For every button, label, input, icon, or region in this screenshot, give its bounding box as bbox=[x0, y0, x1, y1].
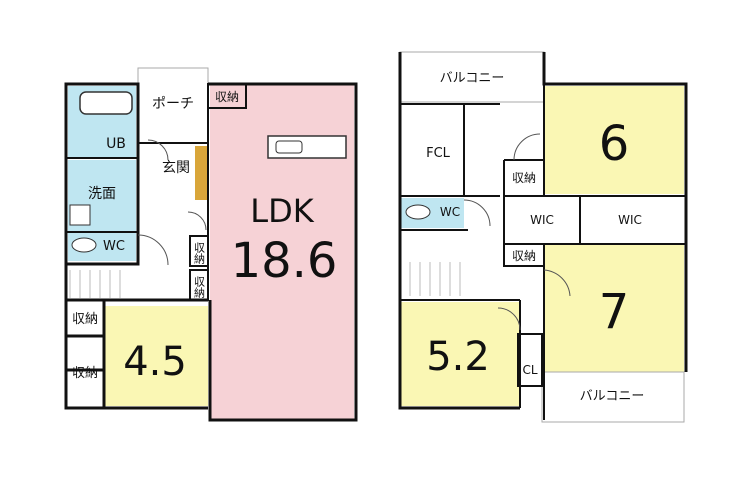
storage-left1-label: 収納 bbox=[72, 312, 98, 327]
door-swings-1f bbox=[137, 139, 207, 266]
porch-label: ポーチ bbox=[152, 96, 194, 112]
room-7 bbox=[544, 244, 684, 372]
washroom-label: 洗面 bbox=[88, 186, 116, 202]
sink-icon bbox=[69, 204, 91, 226]
kitchen-sink-icon bbox=[275, 140, 303, 154]
balcony-bottom bbox=[541, 371, 685, 423]
balcony-bottom-label: バルコニー bbox=[580, 389, 645, 404]
room7-size: 7 bbox=[599, 284, 630, 340]
ldk-label: LDK bbox=[250, 192, 314, 230]
door-swings-2f bbox=[463, 133, 571, 331]
room-4-5 bbox=[104, 306, 208, 406]
ldk-size: 18.6 bbox=[231, 233, 338, 289]
fcl-label: FCL bbox=[426, 146, 451, 161]
stairs-2f bbox=[409, 262, 461, 296]
toilet-2f-icon bbox=[405, 204, 431, 220]
stairs-1f bbox=[195, 146, 207, 200]
wc-2f-label: WC bbox=[440, 205, 460, 219]
wic1-label: WIC bbox=[530, 213, 554, 227]
balcony-top-label: バルコニー bbox=[440, 71, 505, 86]
storage-mid1-label: 収納 bbox=[193, 242, 206, 265]
floor-2: バルコニー バルコニー FCL WC WIC WIC 収納 収納 CL 6 7 … bbox=[398, 51, 688, 423]
cl-label: CL bbox=[522, 363, 537, 377]
storage-top-label: 収納 bbox=[215, 90, 239, 104]
storage1-2f-label: 収納 bbox=[512, 171, 536, 185]
entrance-stair-lines bbox=[69, 270, 121, 298]
room-4-5-size: 4.5 bbox=[123, 339, 187, 385]
toilet-icon bbox=[71, 237, 97, 253]
walls-1f bbox=[64, 82, 358, 422]
bathtub-icon bbox=[79, 91, 133, 115]
room-6 bbox=[544, 86, 684, 194]
room52-size: 5.2 bbox=[426, 334, 490, 380]
walls-2f bbox=[398, 52, 688, 420]
floor-1: LDK 18.6 玄関 ポーチ UB 洗面 WC 収納 収納 収納 収納 収納 … bbox=[64, 67, 358, 422]
wc-1f-label: WC bbox=[103, 239, 125, 254]
storage2-2f-label: 収納 bbox=[512, 249, 536, 263]
entrance-label: 玄関 bbox=[162, 159, 190, 176]
room6-size: 6 bbox=[599, 116, 630, 172]
storage-mid2-label: 収納 bbox=[193, 276, 206, 299]
ub-label: UB bbox=[106, 136, 126, 152]
storage-left2-label: 収納 bbox=[72, 366, 98, 381]
wic2-label: WIC bbox=[618, 213, 642, 227]
room-5-2 bbox=[400, 302, 520, 406]
